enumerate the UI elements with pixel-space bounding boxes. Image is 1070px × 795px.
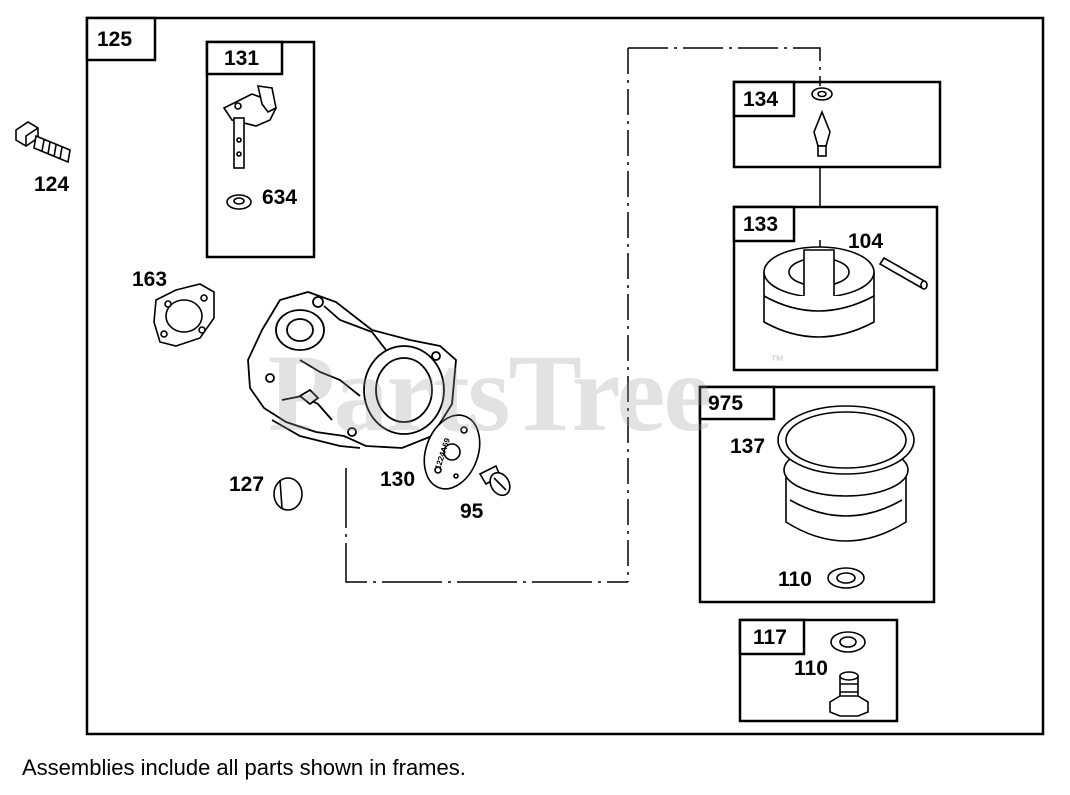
frame-label-125: 125 [97, 28, 133, 51]
footer-caption: Assemblies include all parts shown in fr… [22, 755, 466, 780]
watermark-trademark: ™ [770, 352, 784, 368]
frame-975-border [698, 385, 936, 604]
frame-975-label-box [698, 385, 776, 421]
float-133-drawing [763, 246, 875, 338]
frame-label-133: 133 [743, 213, 779, 236]
frame-label-131: 131 [224, 47, 260, 70]
frame-134-label-box [732, 80, 796, 118]
bolt-124-drawing [15, 121, 71, 164]
part-label-130: 130 [380, 468, 416, 491]
part-label-163: 163 [132, 268, 168, 291]
needle-134-drawing [811, 87, 833, 157]
frame-125-label-box [85, 16, 157, 62]
part-label-124: 124 [34, 173, 70, 196]
frame-133-border [732, 205, 939, 372]
plug-127-drawing [273, 477, 303, 511]
frame-125-border [85, 16, 1045, 736]
leader-lines [345, 47, 821, 583]
frame-label-134: 134 [743, 88, 779, 111]
carburetor-body-drawing [247, 291, 457, 449]
part-label-127: 127 [229, 473, 265, 496]
bowl-975-drawing [777, 405, 915, 542]
part-label-137: 137 [730, 435, 766, 458]
watermark-text: PartsTree [268, 332, 712, 454]
washer-110-bowl-drawing [827, 567, 865, 589]
bowl-bolt-117-drawing [829, 671, 869, 717]
frame-label-117: 117 [753, 626, 787, 649]
washer-110-bolt-drawing [830, 631, 866, 653]
frame-134-border [732, 80, 942, 169]
frame-label-975: 975 [708, 392, 744, 415]
part-label-104: 104 [848, 230, 884, 253]
frame-133-label-box [732, 205, 796, 243]
frame-117-border [738, 618, 899, 723]
gasket-163-drawing [153, 283, 215, 347]
part-label-110-bowl: 110 [778, 568, 812, 591]
plate-130-drawing [423, 414, 481, 490]
part-label-110-bolt: 110 [794, 657, 828, 680]
frame-117-label-box [738, 618, 806, 656]
part-label-95: 95 [460, 500, 484, 523]
pin-104-drawing [878, 256, 928, 290]
screw-95-drawing [478, 464, 511, 497]
throttle-shaft-131-drawing [222, 85, 277, 210]
part-label-634: 634 [262, 186, 298, 209]
frame-131-label-box [205, 40, 284, 76]
